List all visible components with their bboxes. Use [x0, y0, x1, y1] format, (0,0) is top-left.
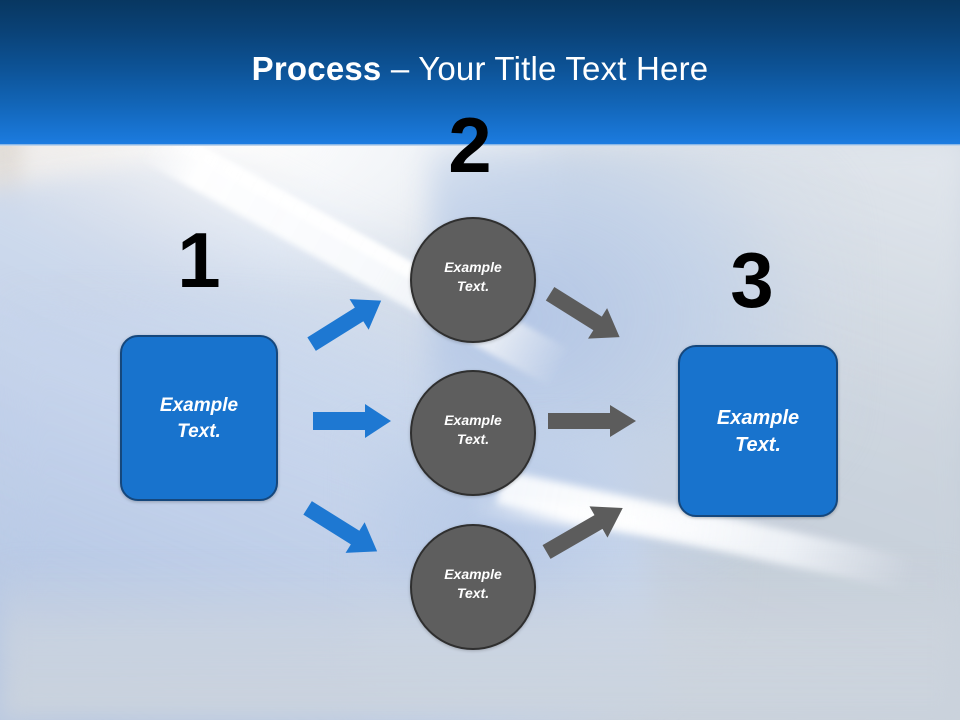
title-banner: [0, 0, 960, 144]
page-title: Process – Your Title Text Here: [0, 49, 960, 89]
gray-arrow-up-right-icon: [542, 490, 647, 562]
process-stage-circle-middle-line2: Text.: [456, 431, 490, 447]
page-title-rest: Your Title Text Here: [418, 50, 709, 87]
process-stage-circle-top[interactable]: Example Text.: [410, 217, 536, 343]
process-stage-circle-top-line1: Example: [444, 259, 502, 275]
process-stage-circle-middle[interactable]: Example Text.: [410, 370, 536, 496]
blue-arrow-up-right-icon: [305, 282, 400, 352]
process-stage-circle-bottom-line1: Example: [444, 566, 502, 582]
page-title-separator: –: [381, 50, 419, 87]
process-output-box-line1: Example: [716, 406, 800, 429]
blue-arrow-down-right-icon: [303, 500, 398, 570]
process-input-box-line2: Text.: [177, 420, 221, 442]
step-number-1: 1: [177, 216, 221, 304]
title-banner-rule: [0, 144, 960, 146]
gray-arrow-down-right-icon: [545, 286, 648, 357]
step-number-3: 3: [730, 236, 774, 324]
process-output-box-line2: Text.: [735, 433, 781, 456]
process-stage-circle-top-line2: Text.: [456, 278, 490, 294]
process-input-box-line1: Example: [159, 394, 239, 416]
gray-arrow-right-icon: [546, 404, 640, 438]
process-stage-circle-bottom-line2: Text.: [456, 585, 490, 601]
process-stage-circle-middle-line1: Example: [444, 412, 502, 428]
step-number-2: 2: [448, 101, 492, 189]
process-stage-circle-bottom[interactable]: Example Text.: [410, 524, 536, 650]
blue-arrow-right-icon: [311, 404, 395, 438]
process-output-box[interactable]: Example Text.: [678, 345, 838, 517]
process-input-box[interactable]: Example Text.: [120, 335, 278, 501]
page-title-strong: Process: [251, 50, 382, 87]
